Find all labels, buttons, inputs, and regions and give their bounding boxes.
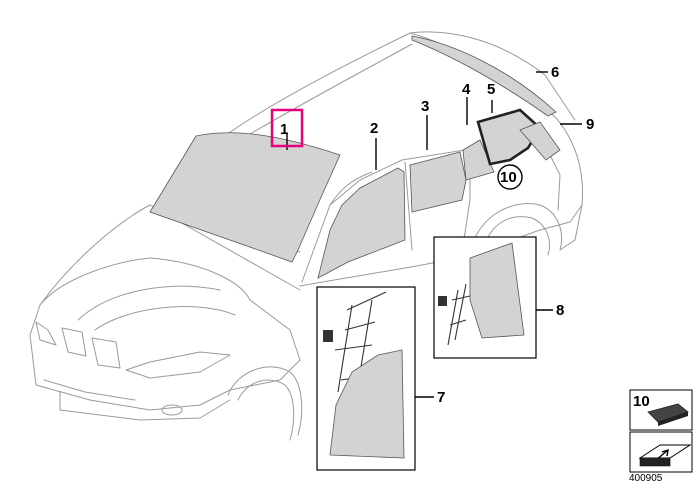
mounting-base-icon: [639, 458, 671, 467]
rear-door-glass: [409, 151, 467, 213]
rear-door-glass-part: [469, 242, 525, 339]
callout-1: 1: [280, 121, 288, 138]
rear-regulator-rail: [447, 283, 471, 346]
front-regulator-motor: [323, 330, 333, 342]
callout-9: 9: [586, 116, 594, 133]
rear-door-fixed-glass: [462, 139, 495, 181]
rear-regulator-motor: [438, 296, 447, 306]
diagram-code: 400905: [629, 473, 663, 484]
side-window-frame: [476, 108, 542, 166]
rear-quarter-glass: [519, 121, 561, 161]
callout-4: 4: [462, 81, 471, 98]
callout-2: 2: [370, 120, 378, 137]
legend-item-number: 10: [633, 393, 650, 410]
callouts: 1 2 3 4 5 6 7 8 9 10: [270, 64, 594, 406]
callout-7: 7: [437, 389, 445, 406]
callout-10-circle: [497, 164, 523, 190]
box-front-regulator: [316, 286, 416, 471]
box-rear-regulator: [433, 236, 537, 359]
legend: 10: [629, 389, 693, 473]
windscreen: [149, 132, 341, 263]
leader-lines: [286, 71, 582, 398]
callout-10: 10: [500, 169, 517, 186]
callout-1-highlight: [270, 108, 304, 148]
rear-window: [411, 35, 557, 117]
glass-panels: [149, 35, 561, 279]
car-outline: [29, 31, 584, 441]
callout-8: 8: [556, 302, 564, 319]
callout-3: 3: [421, 98, 429, 115]
callout-5: 5: [487, 81, 495, 98]
front-door-glass-part: [329, 349, 405, 459]
callout-6: 6: [551, 64, 559, 81]
adhesive-pad-edge-icon: [658, 412, 688, 426]
front-door-glass: [317, 167, 406, 279]
